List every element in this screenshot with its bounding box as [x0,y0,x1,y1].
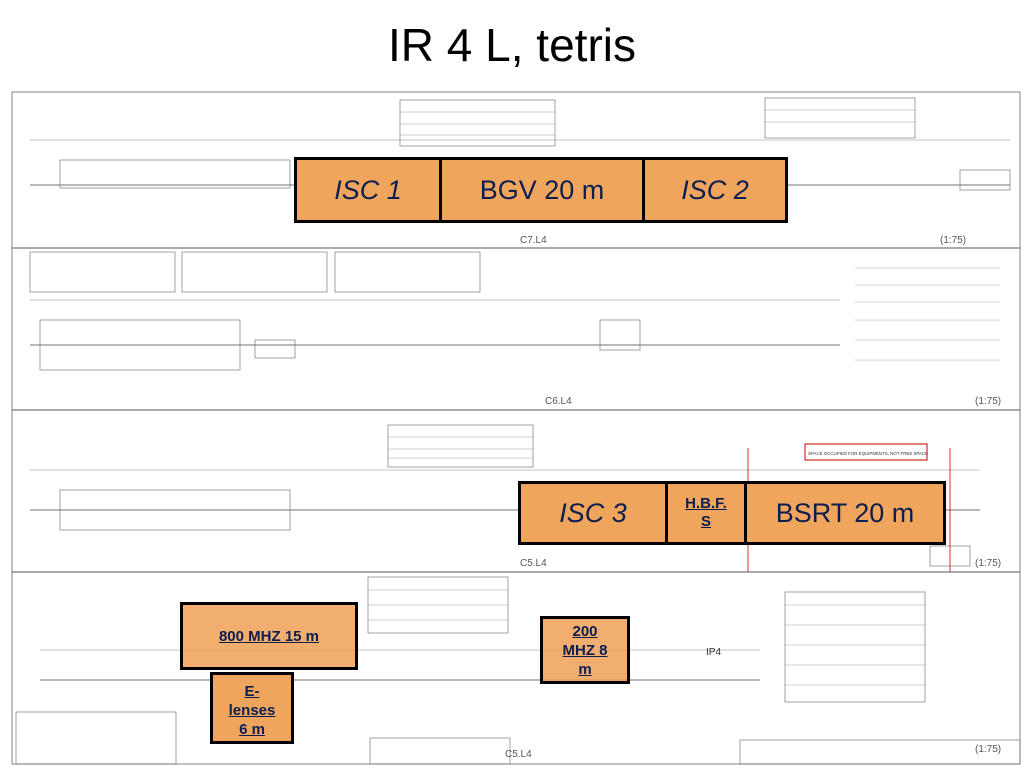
page-title: IR 4 L, tetris [388,19,636,71]
isc1-label: ISC 1 [334,174,402,205]
section-c6-scale: (1:75) [975,396,1001,407]
section-c5-upper-label: C5.L4 [520,558,547,569]
ip4-label: IP4 [706,647,721,658]
elenses-box: E- lenses 6 m [210,672,294,744]
bsrt-box: BSRT 20 m [744,481,946,545]
section-c6-label: C6.L4 [545,396,572,407]
section-c7: C7.L4 (1:75) [12,97,1020,249]
isc3-box: ISC 3 [518,481,668,545]
space-occupied-box [804,443,928,461]
space-occupied-label: SPACE OCCUPIED FOR EQUIPMENTS, NOT FREE … [808,451,928,456]
mhz800-box: 800 MHZ 15 m [180,602,358,670]
section-c7-scale: (1:75) [940,235,966,246]
mhz800-label: 800 MHZ 15 m [218,627,320,645]
bsrt-label: BSRT 20 m [775,497,915,528]
section-c6: C6.L4 (1:75) [12,251,1020,411]
section-c5-lower-scale: (1:75) [975,744,1001,755]
section-c5-upper-scale: (1:75) [975,558,1001,569]
mhz200-label: 200 MHZ 8 m [562,622,608,678]
elenses-label: E- lenses 6 m [228,683,276,738]
isc1-box: ISC 1 [294,157,442,223]
isc2-box: ISC 2 [642,157,788,223]
section-c5-lower-label: C5.L4 [505,749,532,760]
hbfs-box: H.B.F. S [665,481,747,545]
bgv-box: BGV 20 m [439,157,645,223]
hbfs-label: H.B.F. S [685,495,727,530]
isc2-label: ISC 2 [681,174,749,205]
bgv-label: BGV 20 m [479,174,605,205]
section-c7-label: C7.L4 [520,235,547,246]
mhz200-box: 200 MHZ 8 m [540,616,630,684]
isc3-label: ISC 3 [559,497,627,528]
section-c5-lower: IP4 C5.L4 (1:75) [15,576,1021,765]
